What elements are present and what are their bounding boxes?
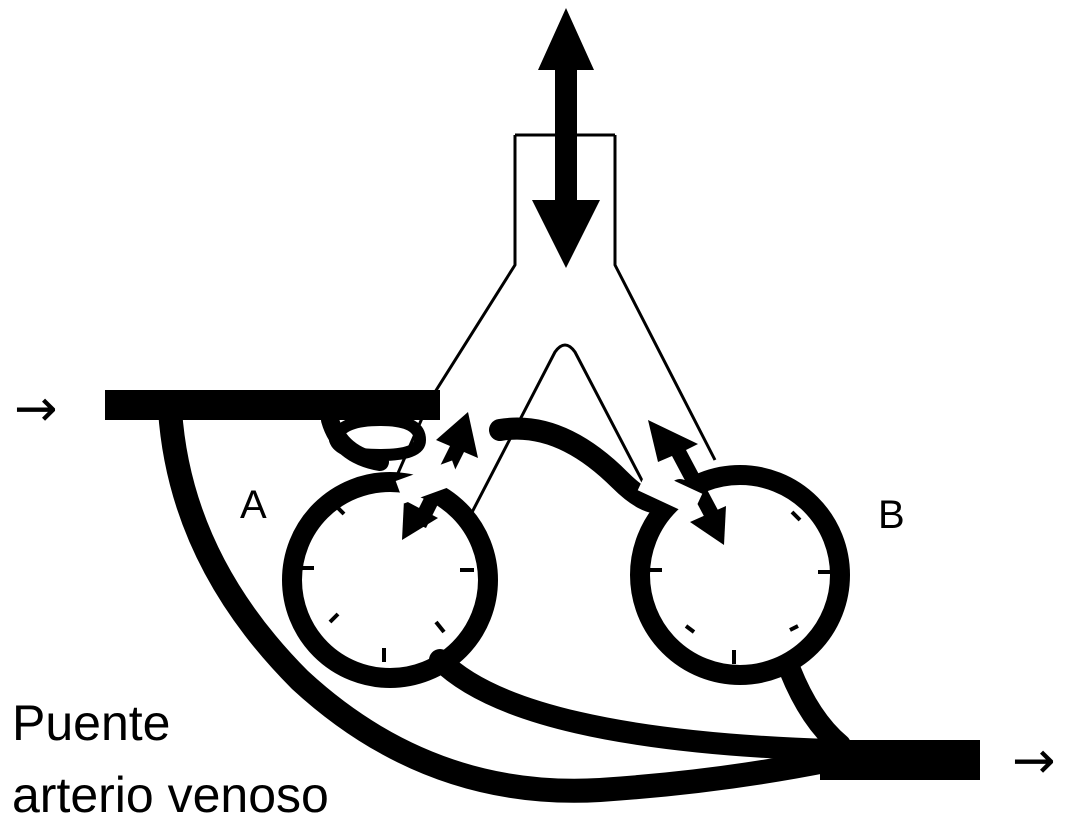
main-airflow-arrow: [532, 8, 600, 268]
caption-line-2: arterio venoso: [12, 767, 329, 823]
capillary-ring-a: [292, 482, 488, 678]
caption-line-1: Puente: [12, 695, 170, 751]
blood-vessels: [105, 405, 980, 791]
alveolus-label-b: B: [878, 493, 905, 537]
inflow-arrow-icon: →: [14, 379, 58, 439]
alveolus-ticks-a: [300, 506, 474, 662]
outflow-arrow-icon: →: [1012, 731, 1056, 791]
airway-outline-right: [615, 135, 715, 460]
vein-from-b: [790, 670, 840, 745]
alveolus-label-a: A: [240, 483, 267, 527]
